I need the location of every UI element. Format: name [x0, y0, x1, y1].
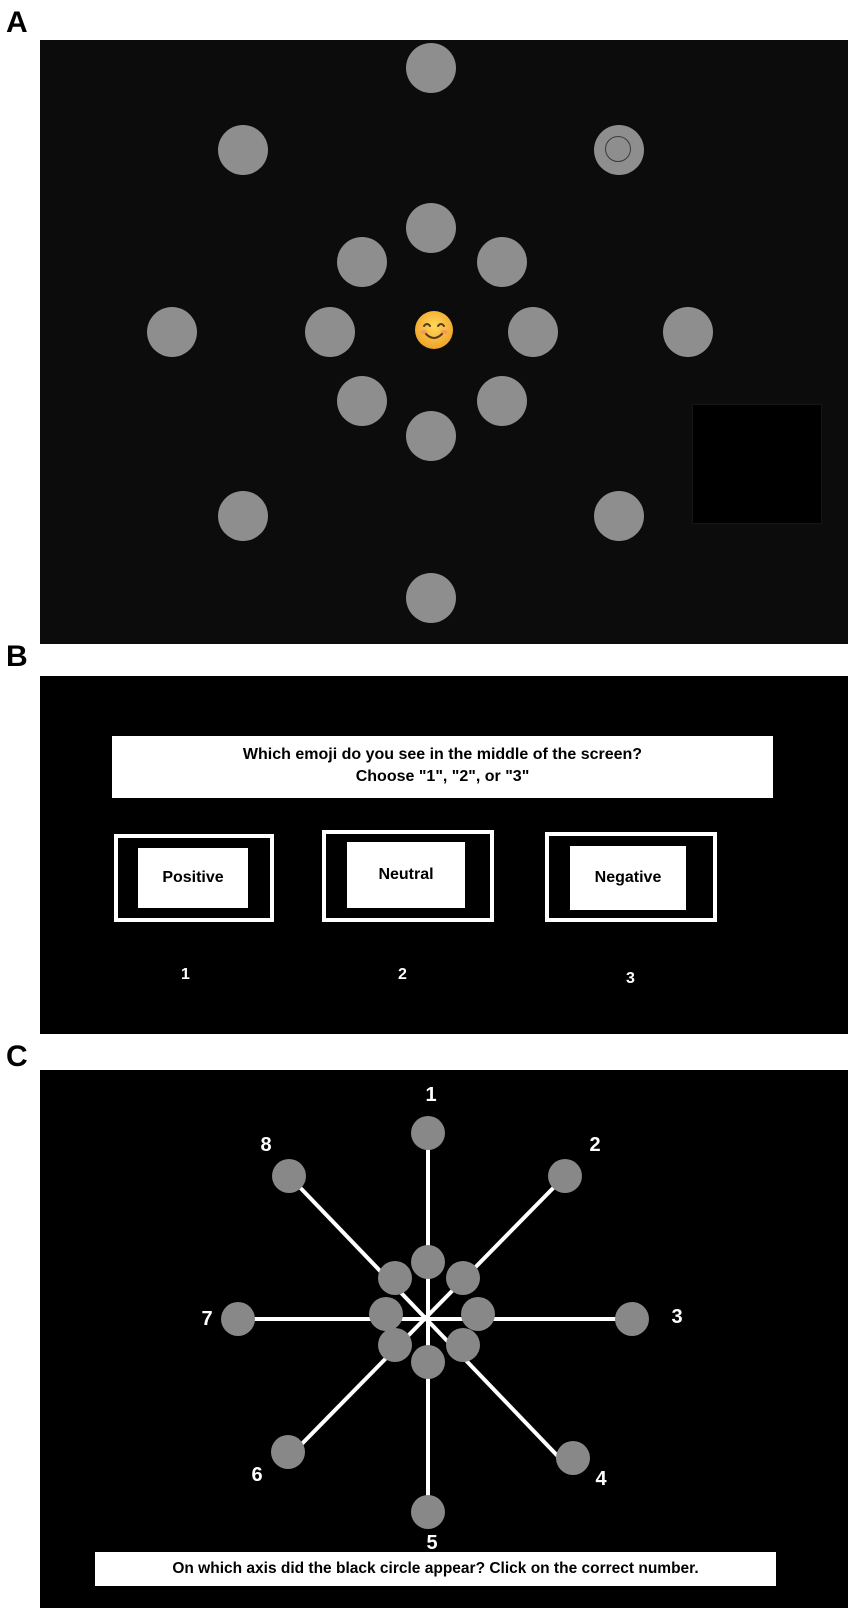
outer-circle-7 [147, 307, 197, 357]
instruction-bar: On which axis did the black circle appea… [95, 1552, 776, 1586]
axis-circle-5[interactable] [411, 1495, 445, 1529]
outer-circle-1 [406, 43, 456, 93]
option-number-2[interactable]: 2 [398, 966, 407, 983]
inner-circle-4 [477, 376, 527, 426]
axis-label-3[interactable]: 3 [671, 1306, 683, 1328]
inner-axis-circle-1[interactable] [411, 1245, 445, 1279]
question-line-2: Choose "1", "2", or "3" [355, 768, 530, 785]
option-negative-frame[interactable] [545, 832, 717, 922]
panel-c-axis-response: 1 2 3 4 5 6 7 8 On which axis did the bl… [40, 1070, 848, 1608]
outer-circle-3 [663, 307, 713, 357]
black-mask-square [692, 404, 822, 524]
axis-circle-4[interactable] [556, 1441, 590, 1475]
outer-circle-2-target [594, 125, 644, 175]
inner-circle-7 [305, 307, 355, 357]
inner-axis-circle-4[interactable] [446, 1328, 480, 1362]
option-neutral-button[interactable]: Neutral [347, 842, 465, 908]
inner-axis-circle-5[interactable] [411, 1345, 445, 1379]
axis-line-8-4 [287, 1174, 575, 1474]
axis-lines [236, 1131, 634, 1514]
inner-axis-circle-3[interactable] [461, 1297, 495, 1331]
outer-circle-4 [594, 491, 644, 541]
axis-label-7[interactable]: 7 [201, 1308, 213, 1330]
question-box: Which emoji do you see in the middle of … [112, 736, 773, 798]
inner-axis-circle-2[interactable] [446, 1261, 480, 1295]
axis-label-2[interactable]: 2 [589, 1134, 601, 1156]
inner-circle-3 [508, 307, 558, 357]
option-positive-button[interactable]: Positive [138, 848, 248, 908]
option-number-1[interactable]: 1 [181, 966, 190, 983]
option-positive-frame[interactable] [114, 834, 274, 922]
inner-axis-circle-8[interactable] [378, 1261, 412, 1295]
question-line-1: Which emoji do you see in the middle of … [242, 746, 643, 763]
panel-letter-c: C [6, 1040, 28, 1073]
panel-letter-b: B [6, 640, 28, 673]
axis-circle-8[interactable] [272, 1159, 306, 1193]
axis-label-4[interactable]: 4 [595, 1468, 607, 1490]
smiling-emoji-icon [415, 311, 453, 349]
option-neutral-label: Neutral [378, 866, 434, 883]
axis-circle-1[interactable] [411, 1116, 445, 1150]
outer-circle-8 [218, 125, 268, 175]
axis-label-8[interactable]: 8 [260, 1134, 272, 1156]
option-positive-label: Positive [162, 869, 224, 886]
inner-axis-circle-7[interactable] [369, 1297, 403, 1331]
target-ring [605, 136, 631, 162]
panel-letter-a: A [6, 6, 28, 39]
axis-circle-7[interactable] [221, 1302, 255, 1336]
option-number-3[interactable]: 3 [626, 970, 635, 987]
axis-circle-3[interactable] [615, 1302, 649, 1336]
panel-b-emoji-question: Which emoji do you see in the middle of … [40, 676, 848, 1034]
inner-circle-5 [406, 411, 456, 461]
inner-circle-8 [337, 237, 387, 287]
inner-circle-1 [406, 203, 456, 253]
outer-circle-5 [406, 573, 456, 623]
axis-label-1[interactable]: 1 [425, 1084, 437, 1106]
axis-circle-2[interactable] [548, 1159, 582, 1193]
outer-circle-6 [218, 491, 268, 541]
inner-axis-circle-6[interactable] [378, 1328, 412, 1362]
option-negative-label: Negative [594, 869, 662, 886]
option-negative-button[interactable]: Negative [570, 846, 686, 910]
axis-label-6[interactable]: 6 [251, 1464, 263, 1486]
axis-label-5[interactable]: 5 [426, 1532, 438, 1554]
inner-circle-6 [337, 376, 387, 426]
inner-circle-2 [477, 237, 527, 287]
axis-circle-6[interactable] [271, 1435, 305, 1469]
option-neutral-frame[interactable] [322, 830, 494, 922]
panel-a-stimulus-display [40, 40, 848, 644]
